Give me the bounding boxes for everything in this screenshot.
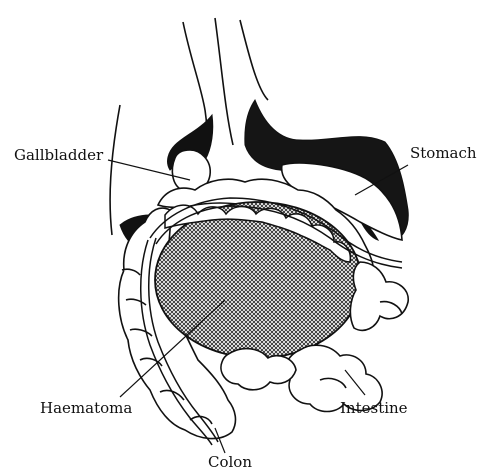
label-stomach: Stomach xyxy=(410,146,477,161)
label-gallbladder: Gallbladder xyxy=(14,148,103,163)
haematoma-mass xyxy=(155,202,361,358)
label-haematoma: Haematoma xyxy=(40,401,132,416)
label-colon: Colon xyxy=(208,455,252,470)
label-intestine: Intestine xyxy=(340,401,408,416)
